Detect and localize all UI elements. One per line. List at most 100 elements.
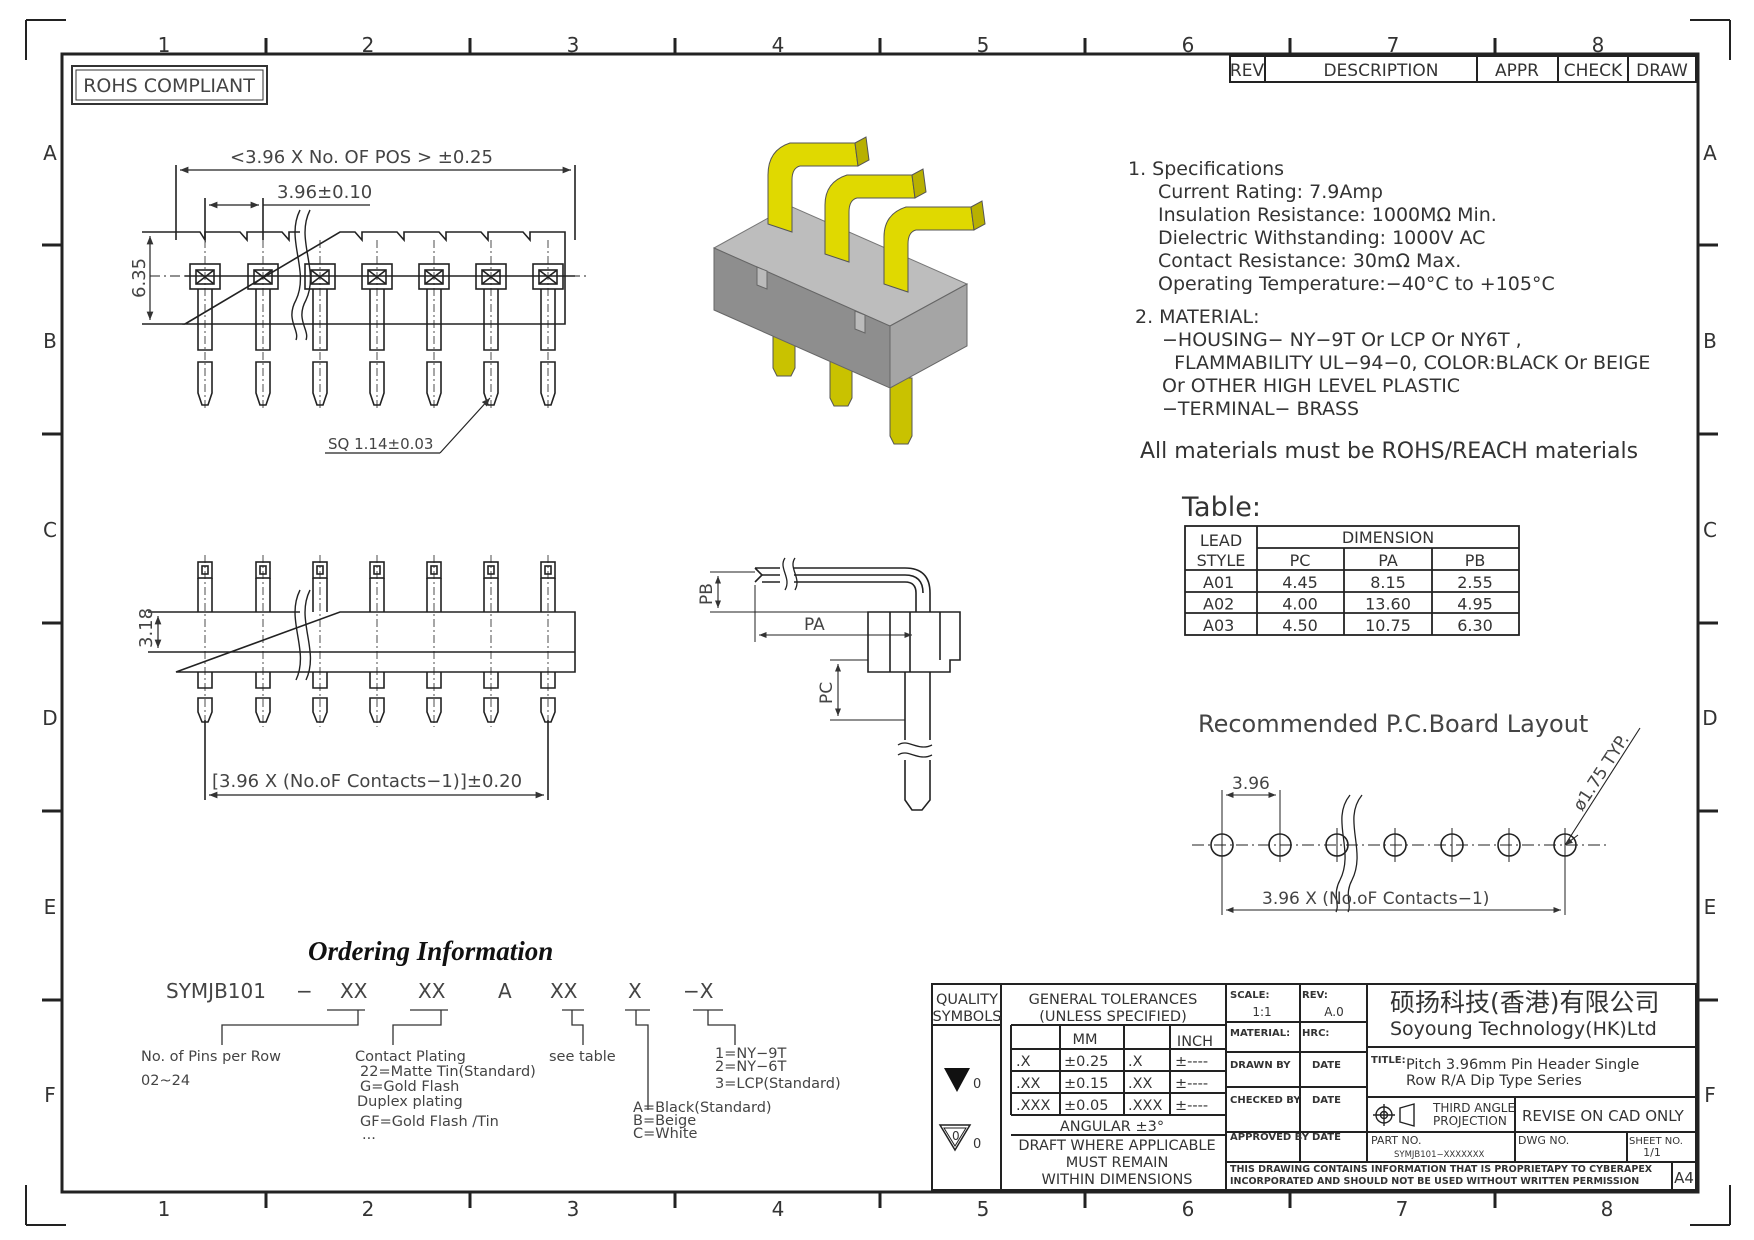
projection-label: PROJECTION <box>1433 1114 1507 1128</box>
spec-line: Contact Resistance: 30mΩ Max. <box>1158 250 1461 272</box>
zone-row: D <box>42 706 57 730</box>
pin <box>304 240 336 410</box>
quality-symbols: 0 0 0 <box>938 1068 981 1152</box>
zone-row: B <box>1703 329 1717 353</box>
revise-note: REVISE ON CAD ONLY <box>1522 1107 1685 1125</box>
pin <box>540 555 556 727</box>
pb-dim: PB <box>697 583 717 605</box>
part-no-value: SYMJB101−XXXXXXX <box>1394 1150 1485 1160</box>
zone-row: A <box>1703 141 1717 165</box>
pin <box>483 555 499 727</box>
zone-ticks <box>42 38 1718 1208</box>
zone-row: E <box>44 895 57 919</box>
tolerance-cell: .X <box>1016 1054 1031 1070</box>
tolerance-cell: ±---- <box>1175 1098 1208 1114</box>
pcb-hole <box>1497 828 1521 862</box>
table-cell: 13.60 <box>1365 595 1411 614</box>
dimension-table <box>1184 525 1520 636</box>
checked-by-label: CHECKED BY <box>1230 1095 1301 1106</box>
material-line: FLAMMABILITY UL−94−0, COLOR:BLACK Or BEI… <box>1162 352 1650 374</box>
plating-line: G=Gold Flash <box>360 1079 459 1095</box>
rev-header: REV <box>1230 61 1265 81</box>
table-caption: Table: <box>1181 492 1261 523</box>
tolerance-cell: .XX <box>1016 1076 1041 1092</box>
bottom-span-dim: [3.96 X (No.oF Contacts−1)]±0.20 <box>212 771 522 792</box>
material-code-line: 1=NY−9T <box>715 1046 786 1062</box>
tolerance-rows: .X±0.25.X±----.XX±0.15.XX±----.XXX±0.05.… <box>1016 1054 1208 1114</box>
zone-row: D <box>1702 706 1717 730</box>
description-header: DESCRIPTION <box>1323 61 1438 81</box>
color-line: A=Black(Standard) <box>633 1100 772 1116</box>
zone-col: 1 <box>158 1197 171 1221</box>
overall-length-dim: <3.96 X No. OF POS > ±0.25 <box>230 147 493 168</box>
col-pc: PC <box>1290 551 1311 570</box>
zone-col: 7 <box>1396 1197 1409 1221</box>
projection-label: THIRD ANGLE <box>1432 1101 1515 1115</box>
pcb-title: Recommended P.C.Board Layout <box>1198 710 1588 738</box>
gen-tol-label: (UNLESS SPECIFIED) <box>1039 1009 1187 1025</box>
sheet-no-label: SHEET NO. <box>1629 1136 1683 1147</box>
quality-mark: 0 <box>952 1129 960 1143</box>
spec-heading: 1. Specifications <box>1128 158 1284 180</box>
pcb-holes <box>1210 828 1577 862</box>
pc-dim: PC <box>817 682 837 704</box>
zone-row: F <box>1704 1083 1716 1107</box>
lead-style-header: STYLE <box>1197 551 1246 570</box>
tolerance-cell: ±---- <box>1175 1076 1208 1092</box>
zone-row: A <box>43 141 57 165</box>
order-code-material: −X <box>683 979 714 1003</box>
date-label: DATE <box>1312 1060 1341 1071</box>
pcb-layout <box>1192 727 1641 915</box>
zone-col: 6 <box>1182 33 1195 57</box>
draft-note: DRAFT WHERE APPLICABLE <box>1018 1138 1215 1154</box>
appr-header: APPR <box>1495 61 1539 81</box>
zone-row: C <box>1703 518 1717 542</box>
rohs-compliant-box: ROHS COMPLIANT <box>71 65 268 105</box>
pin <box>312 555 328 727</box>
pin <box>418 240 450 410</box>
plating-line: GF=Gold Flash /Tin <box>360 1114 499 1130</box>
color-line: B=Beige <box>633 1113 696 1129</box>
company-name-cn: 硕扬科技(香港)有限公司 <box>1390 988 1660 1017</box>
proprietary-notice: INCORPORATED AND SHOULD NOT BE USED WITH… <box>1230 1176 1639 1187</box>
zone-col: 1 <box>158 33 171 57</box>
tolerance-cell: ±---- <box>1175 1054 1208 1070</box>
table-cell: 8.15 <box>1370 573 1406 592</box>
plating-line: Duplex plating <box>357 1094 463 1110</box>
tolerance-cell: ±0.25 <box>1064 1054 1108 1070</box>
order-code-style: XX <box>550 979 578 1003</box>
pcb-hole-dim: ø1.75 TYP. <box>1569 730 1633 814</box>
plating-line: ... <box>362 1127 376 1143</box>
table-cell: 4.45 <box>1282 573 1318 592</box>
company-name-en: Soyoung Technology(HK)Ltd <box>1390 1018 1657 1040</box>
pins-label: No. of Pins per Row <box>141 1049 281 1065</box>
title-block <box>931 983 1697 1191</box>
zone-row: F <box>44 1083 56 1107</box>
table-cell: 10.75 <box>1365 616 1411 635</box>
sheet-size: A4 <box>1674 1169 1694 1187</box>
scale-value: 1:1 <box>1252 1005 1271 1019</box>
order-code-plating: XX <box>418 979 446 1003</box>
pcb-pitch-dim: 3.96 <box>1232 774 1270 794</box>
zone-labels: 1 2 3 4 5 6 7 8 1 2 3 4 5 6 7 8 A B C D … <box>42 33 1717 1221</box>
connector-3d-render <box>712 136 986 445</box>
order-code-color: X <box>628 979 642 1003</box>
revision-table <box>1229 55 1697 83</box>
scale-label: SCALE: <box>1230 990 1269 1001</box>
tolerance-cell: .XX <box>1128 1076 1153 1092</box>
material-code-line: 3=LCP(Standard) <box>715 1076 841 1092</box>
table-cell: 2.55 <box>1457 573 1493 592</box>
zone-col: 5 <box>977 1197 990 1221</box>
pin <box>369 555 385 727</box>
drawing-title: Pitch 3.96mm Pin Header Single <box>1406 1057 1639 1073</box>
ordering-title: Ordering Information <box>308 936 553 966</box>
spec-line: Operating Temperature:−40°C to +105°C <box>1158 273 1555 295</box>
rev-value: A.0 <box>1324 1005 1343 1019</box>
pin <box>426 555 442 727</box>
tolerance-cell: ±0.05 <box>1064 1098 1108 1114</box>
col-pb: PB <box>1465 551 1486 570</box>
mm-label: MM <box>1072 1032 1097 1048</box>
material-heading: 2. MATERIAL: <box>1135 306 1259 328</box>
plating-line: 22=Matte Tin(Standard) <box>360 1064 536 1080</box>
